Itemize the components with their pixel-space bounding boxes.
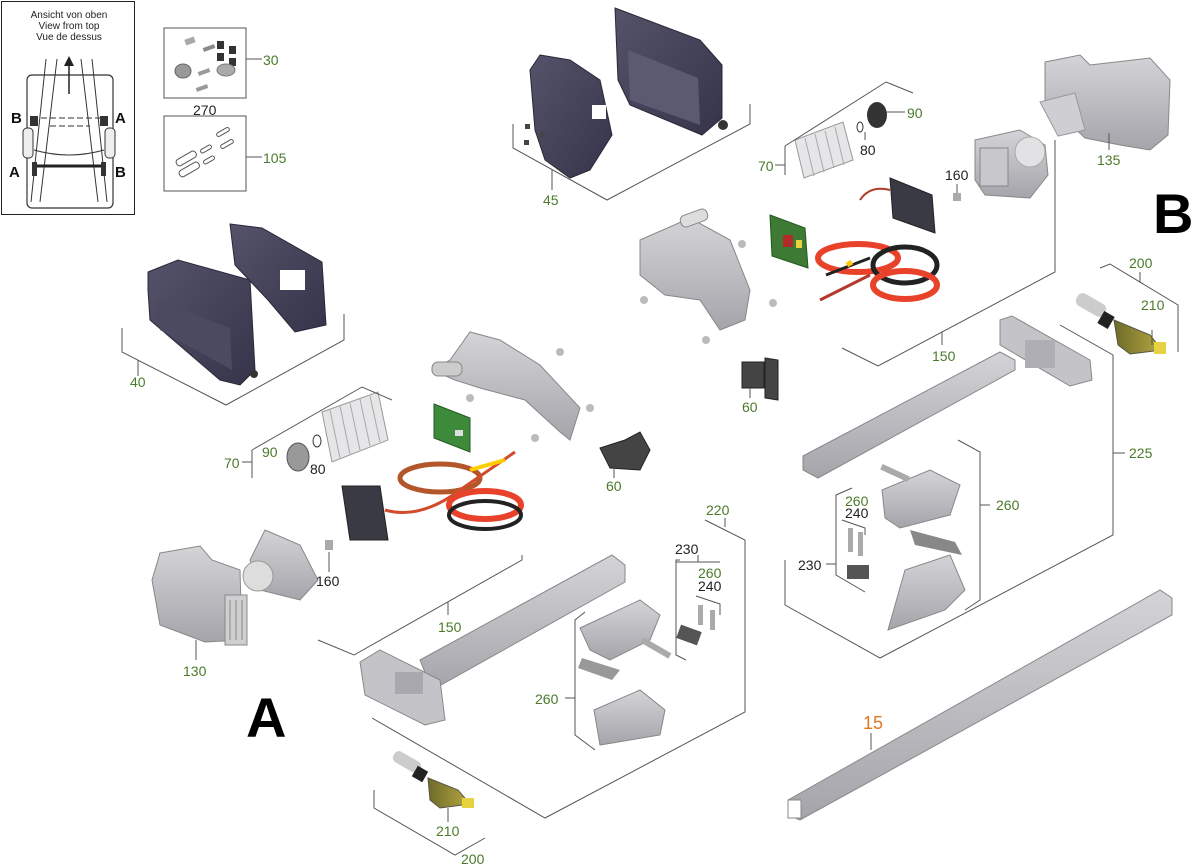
callout-160-a: 160 — [316, 573, 340, 589]
gearbox-housing-b — [639, 208, 777, 344]
inset-title-fr: Vue de dessus — [36, 32, 102, 43]
gear-cover-135 — [1039, 54, 1171, 151]
wiring-harness-b — [815, 177, 940, 302]
bracket-60-b — [741, 357, 779, 401]
cover-set-40 — [121, 223, 345, 406]
arrow-head-icon — [64, 56, 74, 66]
bracket-60-a — [599, 431, 651, 478]
callout-70-b: 70 — [758, 158, 774, 174]
gear-cover-130 — [151, 545, 248, 660]
kit-30-box — [163, 27, 262, 99]
callout-40: 40 — [130, 374, 146, 390]
motor-b — [974, 129, 1049, 199]
callout-150-a: 150 — [438, 619, 462, 635]
callout-70-a: 70 — [224, 455, 240, 471]
assembly-label-a: A — [246, 686, 287, 749]
mounting-kit-a — [565, 555, 721, 751]
callout-260-b-right: 260 — [996, 497, 1020, 513]
mounting-kit-b — [826, 439, 990, 631]
inset-marker-a-top-right: A — [115, 110, 126, 127]
callout-160-b: 160 — [945, 167, 969, 183]
callout-230-b: 230 — [798, 557, 822, 573]
motor-fan-assembly-70-b — [775, 81, 914, 179]
callout-80-b: 80 — [860, 142, 876, 158]
callout-105: 105 — [263, 150, 287, 166]
callout-220: 220 — [706, 502, 730, 518]
callout-45: 45 — [543, 192, 559, 208]
leader-150-a — [317, 555, 523, 656]
callout-90-b: 90 — [907, 105, 923, 121]
callout-240-b: 240 — [845, 505, 869, 521]
inset-marker-b-bottom-right: B — [115, 164, 126, 181]
cross-member-a — [359, 554, 626, 726]
control-board-a — [433, 403, 471, 453]
callout-90-a: 90 — [262, 444, 278, 460]
callout-200-a: 200 — [461, 851, 485, 867]
callout-210-a: 210 — [436, 823, 460, 839]
callout-260-a-left: 260 — [535, 691, 559, 707]
drive-spindle-b — [1075, 293, 1166, 355]
motor-fan-assembly-70-a — [242, 386, 393, 478]
cross-member-b — [802, 315, 1093, 479]
motor-a — [242, 529, 333, 601]
callout-60-b: 60 — [742, 399, 758, 415]
inset-marker-b-top-left: B — [11, 110, 22, 127]
callout-260-b-small: 260 — [845, 493, 869, 509]
callout-230-a: 230 — [675, 541, 699, 557]
inset-title-de: Ansicht von oben — [30, 10, 108, 21]
callout-210-b: 210 — [1141, 297, 1165, 313]
callout-15: 15 — [863, 713, 884, 733]
callout-270: 270 — [193, 102, 217, 118]
rail-tube-15 — [787, 589, 1173, 821]
callout-225: 225 — [1129, 445, 1153, 461]
kit-105-box — [163, 115, 262, 192]
callout-60-a: 60 — [606, 478, 622, 494]
caravan-top-view-drawing — [22, 56, 116, 209]
view-from-top-inset: Ansicht von oben View from top Vue de de… — [1, 1, 135, 215]
control-board-b — [769, 214, 809, 269]
part-160-b — [953, 193, 961, 201]
callout-80-a: 80 — [310, 461, 326, 477]
assembly-label-b: B — [1153, 182, 1194, 245]
drive-spindle-a — [392, 751, 474, 822]
callout-130: 130 — [183, 663, 207, 679]
callout-260-a-small: 260 — [698, 565, 722, 581]
gearbox-housing-a — [430, 331, 594, 442]
callout-135: 135 — [1097, 152, 1121, 168]
callout-240-a: 240 — [698, 578, 722, 594]
callout-200-b: 200 — [1129, 255, 1153, 271]
inset-title-en: View from top — [38, 21, 100, 32]
inset-marker-a-bottom-left: A — [9, 164, 20, 181]
callout-30: 30 — [263, 52, 279, 68]
cover-set-45 — [512, 7, 751, 201]
callout-150-b: 150 — [932, 348, 956, 364]
wiring-harness-a — [341, 450, 524, 541]
